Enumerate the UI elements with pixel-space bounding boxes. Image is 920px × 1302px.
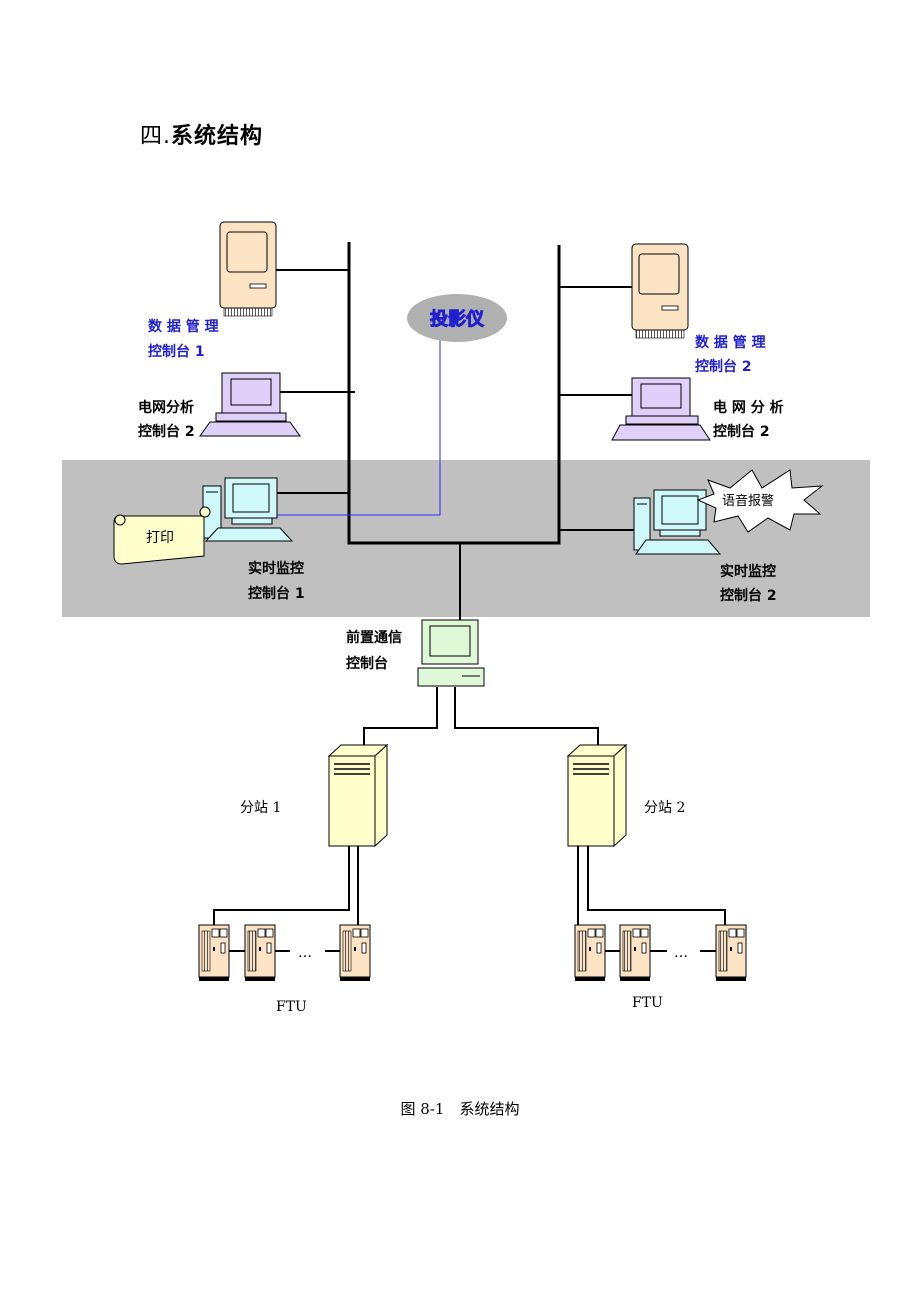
- voice-alarm-label: 语音报警: [722, 493, 774, 509]
- substation-1-tower: [327, 743, 389, 848]
- front-comm-line2: 控制台: [346, 655, 388, 672]
- projector-label: 投影仪: [430, 308, 485, 330]
- data-mgmt-server-2: [631, 243, 689, 339]
- substation-2-tower: [566, 743, 628, 848]
- front-comm-line1: 前置通信: [346, 629, 402, 646]
- heading-number: 四.: [140, 124, 171, 149]
- ftu-device: [715, 924, 747, 981]
- ftu-device: [198, 924, 230, 981]
- printer-label: 打印: [146, 529, 174, 546]
- front-comm-pc: [417, 619, 485, 687]
- ftu-device: [244, 924, 276, 981]
- figure-caption: 图 8-1 系统结构: [400, 1100, 520, 1118]
- grid-analysis-left-line2: 控制台 2: [138, 423, 195, 440]
- page-title: 四.系统结构: [140, 118, 263, 150]
- substation-1-label: 分站 1: [240, 800, 281, 816]
- realtime-1-line1: 实时监控: [248, 560, 304, 577]
- ftu-device: [574, 924, 606, 981]
- ftu-device: [339, 924, 371, 981]
- data-mgmt-2-line1: 数 据 管 理: [695, 334, 766, 351]
- projector: 投影仪: [407, 294, 507, 342]
- grid-analysis-pc-right: [611, 377, 711, 441]
- ellipsis-2: …: [674, 945, 688, 961]
- substation-2-label: 分站 2: [644, 800, 685, 816]
- realtime-pc-2: [633, 489, 722, 555]
- grid-analysis-pc-left: [199, 372, 301, 437]
- data-mgmt-1-line2: 控制台 1: [148, 343, 205, 360]
- grid-analysis-right-line1: 电 网 分 析: [713, 399, 784, 416]
- realtime-1-line2: 控制台 1: [248, 585, 305, 602]
- data-mgmt-1-line1: 数 据 管 理: [148, 318, 219, 335]
- projector-link: [276, 340, 441, 516]
- ftu-links-2: [577, 846, 726, 952]
- heading-title: 系统结构: [171, 124, 264, 149]
- ftu-label-1: FTU: [276, 999, 307, 1015]
- data-mgmt-server-1: [219, 221, 277, 317]
- realtime-2-line2: 控制台 2: [720, 587, 777, 604]
- ftu-device: [619, 924, 651, 981]
- data-mgmt-2-line2: 控制台 2: [695, 358, 752, 375]
- voice-alarm-burst: 语音报警: [696, 469, 824, 533]
- ftu-label-2: FTU: [632, 995, 663, 1011]
- grid-analysis-left-line1: 电网分析: [138, 399, 194, 416]
- ellipsis-1: …: [298, 945, 312, 961]
- grid-analysis-right-line2: 控制台 2: [713, 423, 770, 440]
- ftu-units: [198, 924, 747, 981]
- substation-links: [363, 687, 599, 745]
- realtime-pc-1: [202, 477, 294, 542]
- realtime-2-line1: 实时监控: [720, 563, 776, 580]
- connector-lines: [276, 269, 634, 531]
- printer-scroll: 打印: [113, 506, 211, 565]
- ftu-links-1: [213, 846, 359, 952]
